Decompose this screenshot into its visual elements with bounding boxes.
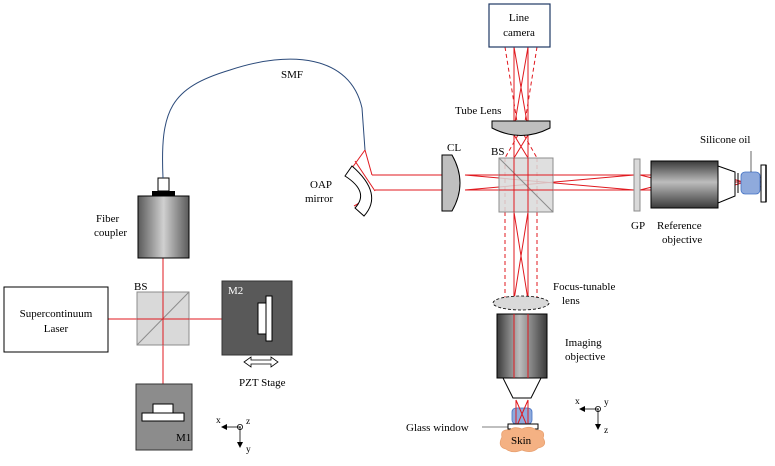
smf-label: SMF (281, 69, 303, 81)
mirror-m1: M1 (135, 383, 193, 451)
reference-objective: Reference objective (650, 160, 736, 246)
cylindrical-lens: CL (441, 142, 461, 212)
beam-tube-to-bs (513, 134, 529, 159)
beam-splitter-right: BS (491, 146, 554, 213)
laser-label-1: Supercontinuum (20, 308, 93, 320)
beam-tube-to-bs-dash (504, 134, 538, 159)
line-camera-label-2: camera (503, 27, 535, 39)
glass-window-label: Glass window (406, 422, 469, 434)
m1-label: M1 (176, 432, 191, 444)
axis-left-z: z (246, 417, 250, 427)
reference-objective-label-2: objective (662, 234, 702, 246)
line-camera: Line camera (488, 3, 551, 48)
focus-tunable-lens: Focus-tunable lens (492, 281, 615, 311)
bs-right-label: BS (491, 146, 504, 158)
silicone-oil-label: Silicone oil (700, 134, 750, 146)
gp-label: GP (631, 220, 645, 232)
m2-label: M2 (228, 285, 243, 297)
imaging-objective-label-1: Imaging (565, 337, 602, 349)
coordinate-axes-right: x y z (575, 397, 609, 436)
fiber-coupler-label-1: Fiber (96, 213, 120, 225)
beam-camera-tube-solid (513, 46, 529, 129)
imaging-objective-label-2: objective (565, 351, 605, 363)
bs-left-label: BS (134, 281, 147, 293)
sample-stage: Skin (499, 399, 546, 453)
cl-label: CL (447, 142, 461, 154)
mirror-m2: M2 (221, 280, 293, 356)
tube-lens: Tube Lens (455, 105, 551, 136)
single-mode-fiber (162, 58, 366, 179)
oap-mirror: OAP mirror (305, 149, 376, 217)
pzt-stage-arrow (243, 356, 279, 368)
coordinate-axes-left: x z y (216, 416, 251, 455)
axis-right-z: z (604, 426, 608, 436)
ftl-label-2: lens (562, 295, 580, 307)
fiber-coupler: Fiber coupler (94, 177, 190, 259)
line-camera-label-1: Line (509, 12, 529, 24)
axis-left-x: x (216, 416, 221, 426)
imaging-objective: Imaging objective (496, 313, 605, 399)
ftl-label-1: Focus-tunable (553, 281, 615, 293)
oap-label-1: OAP (310, 179, 332, 191)
oap-label-2: mirror (305, 193, 333, 205)
laser-label-2: Laser (44, 323, 69, 335)
beam-bs-to-ftl-dash (504, 212, 538, 300)
supercontinuum-laser: Supercontinuum Laser (3, 286, 109, 353)
beam-splitter-left: BS (134, 281, 190, 346)
glass-plate: GP (631, 158, 645, 232)
pzt-stage-label: PZT Stage (239, 377, 286, 389)
axis-right-y: y (604, 398, 609, 408)
axis-left-y: y (246, 445, 251, 455)
silicone-oil-reference: Silicone oil (700, 134, 767, 203)
fiber-coupler-label-2: coupler (94, 227, 127, 239)
axis-right-x: x (575, 397, 580, 407)
skin-label: Skin (511, 435, 532, 447)
tube-lens-label: Tube Lens (455, 105, 501, 117)
beam-bs-to-ftl (513, 211, 529, 301)
reference-objective-label-1: Reference (657, 220, 702, 232)
